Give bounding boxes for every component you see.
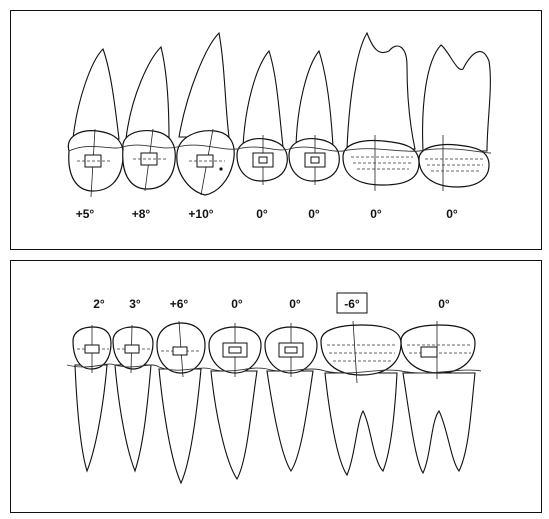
upper-angle-label: 0°: [370, 207, 382, 221]
upper-arch-diagram: +5° +8° +10° 0° 0° 0° 0°: [11, 11, 543, 251]
lower-angle-label: 2°: [93, 297, 105, 311]
lower-angle-label-boxed: -6°: [344, 297, 360, 311]
lower-tooth-4-root: [211, 371, 257, 479]
upper-tooth-2-root: [126, 47, 169, 139]
lower-bracket-5: [279, 343, 303, 357]
upper-tooth-4-root: [243, 51, 283, 147]
lower-angle-label: 0°: [231, 297, 243, 311]
lower-tooth-7-crown: [401, 325, 475, 373]
lower-tooth-6-root: [325, 373, 397, 475]
lower-tooth-2-root: [115, 365, 151, 471]
upper-tooth-7-root: [423, 45, 491, 151]
lower-tooth-5-root: [267, 371, 313, 471]
lower-tooth-7-root: [403, 373, 475, 473]
upper-tooth-7-crown: [419, 145, 489, 187]
lower-angle-label: 3°: [129, 297, 141, 311]
lower-arch-diagram: 2° 3° +6° 0° 0° -6° 0°: [11, 261, 543, 514]
upper-angle-label: +8°: [132, 207, 151, 221]
upper-bracket-4: [253, 153, 273, 167]
upper-tooth-1-root: [73, 49, 119, 139]
lower-tooth-6-crown: [321, 325, 401, 375]
lower-tooth-1-root: [75, 365, 107, 471]
lower-bracket-4: [223, 343, 247, 357]
lower-angle-label: +6°: [170, 297, 189, 311]
lower-angle-label: 0°: [438, 297, 450, 311]
upper-angle-label: +5°: [76, 207, 95, 221]
upper-arch-panel: +5° +8° +10° 0° 0° 0° 0°: [10, 10, 542, 250]
upper-angle-label: +10°: [188, 207, 213, 221]
upper-angle-label: 0°: [256, 207, 268, 221]
upper-tooth-5-root: [296, 51, 333, 147]
upper-tooth-3-root: [179, 33, 229, 137]
upper-angle-label: 0°: [308, 207, 320, 221]
upper-tooth-6-root: [347, 33, 415, 149]
lower-angle-label: 0°: [289, 297, 301, 311]
lower-tooth-3-root: [159, 369, 201, 483]
upper-angle-label: 0°: [446, 207, 458, 221]
lower-arch-panel: 2° 3° +6° 0° 0° -6° 0°: [10, 260, 542, 513]
upper-bracket-5: [305, 153, 325, 167]
